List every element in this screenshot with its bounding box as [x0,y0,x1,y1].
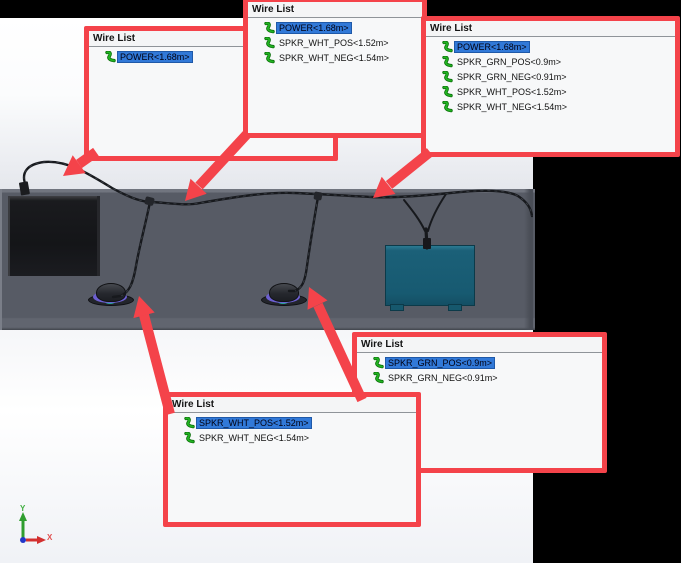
panel-title: Wire List [357,337,602,353]
wire-list-item[interactable]: POWER<1.68m> [426,39,675,54]
wire-list-item[interactable]: SPKR_WHT_POS<1.52m> [248,35,422,50]
wire-icon [264,51,275,63]
media-device-foot [390,304,404,311]
wire-list: SPKR_WHT_POS<1.52m> SPKR_WHT_NEG<1.54m> [168,415,416,445]
wire-name: SPKR_WHT_NEG<1.54m> [279,52,390,63]
wire-icon [442,55,453,67]
media-device-foot [448,304,462,311]
speaker-dome [96,283,126,302]
wire-list: POWER<1.68m> [89,49,333,64]
wire-list-item[interactable]: SPKR_GRN_NEG<0.91m> [357,370,602,385]
wire-icon [264,36,275,48]
wire-list-item[interactable]: SPKR_WHT_NEG<1.54m> [426,99,675,114]
panel-title: Wire List [426,21,675,37]
wire-icon [373,356,384,368]
wire-list-item[interactable]: POWER<1.68m> [89,49,333,64]
wire-name: SPKR_WHT_POS<1.52m> [197,417,311,428]
panel-title: Wire List [248,2,422,18]
wire-list-panel-3: Wire List POWER<1.68m> SPKR_GRN_POS<0.9m… [421,16,680,157]
wire-list-item[interactable]: SPKR_GRN_NEG<0.91m> [426,69,675,84]
speaker-dome [269,283,299,302]
wire-icon [442,100,453,112]
panel-title: Wire List [168,397,416,413]
wire-icon [442,40,453,52]
wire-list-item[interactable]: SPKR_WHT_POS<1.52m> [426,84,675,99]
speaker-green-part[interactable] [261,283,307,306]
wire-icon [264,21,275,33]
wire-icon [184,416,195,428]
mounting-board-edge [524,189,533,330]
wire-list: SPKR_GRN_POS<0.9m> SPKR_GRN_NEG<0.91m> [357,355,602,385]
axis-x-label: X [47,533,53,542]
wire-name: SPKR_WHT_NEG<1.54m> [199,432,310,443]
wire-list: POWER<1.68m> SPKR_GRN_POS<0.9m> SPKR_GRN… [426,39,675,114]
wire-list-panel-5: Wire List SPKR_WHT_POS<1.52m> SPKR_WHT_N… [163,392,421,527]
wire-icon [105,50,116,62]
wire-icon [184,431,195,443]
wire-icon [442,70,453,82]
axis-y-label: Y [20,504,26,513]
wire-name: POWER<1.68m> [118,51,192,62]
speaker-white-part[interactable] [88,283,134,306]
wire-list-item[interactable]: SPKR_WHT_POS<1.52m> [168,415,416,430]
wire-name: SPKR_GRN_NEG<0.91m> [457,71,567,82]
wire-name: SPKR_GRN_POS<0.9m> [386,357,495,368]
wire-list-item[interactable]: SPKR_GRN_POS<0.9m> [357,355,602,370]
wire-icon [442,85,453,97]
wire-name: SPKR_WHT_POS<1.52m> [457,86,567,97]
media-device-part[interactable] [385,245,475,306]
wire-list-panel-2: Wire List POWER<1.68m> SPKR_WHT_POS<1.52… [243,0,427,138]
wire-name: SPKR_WHT_POS<1.52m> [279,37,389,48]
wire-name: POWER<1.68m> [455,41,529,52]
wire-list-item[interactable]: SPKR_GRN_POS<0.9m> [426,54,675,69]
wire-name: SPKR_GRN_POS<0.9m> [457,56,562,67]
wire-name: SPKR_WHT_NEG<1.54m> [457,101,568,112]
wire-list-item[interactable]: SPKR_WHT_NEG<1.54m> [248,50,422,65]
wire-list-item[interactable]: SPKR_WHT_NEG<1.54m> [168,430,416,445]
wire-list-item[interactable]: POWER<1.68m> [248,20,422,35]
wire-list: POWER<1.68m> SPKR_WHT_POS<1.52m> SPKR_WH… [248,20,422,65]
wire-icon [373,371,384,383]
amplifier-part[interactable] [8,196,100,276]
origin-triad [19,512,46,544]
wire-name: SPKR_GRN_NEG<0.91m> [388,372,498,383]
wire-name: POWER<1.68m> [277,22,351,33]
